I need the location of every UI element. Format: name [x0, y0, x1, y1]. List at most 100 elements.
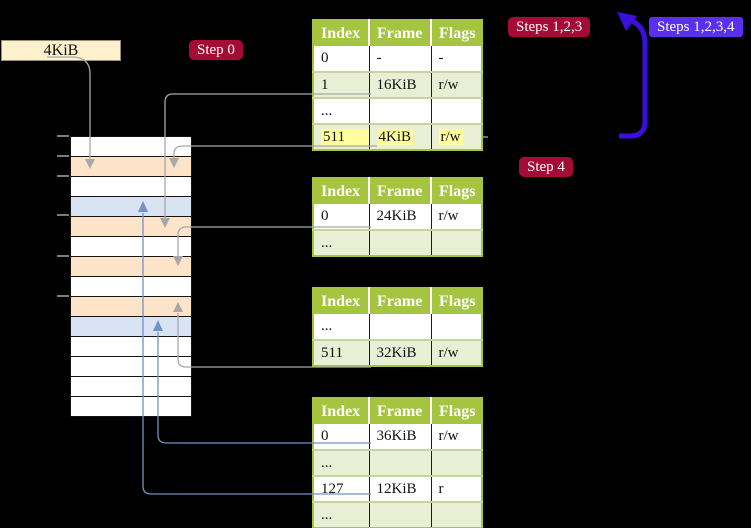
column-header: Index [313, 178, 370, 204]
frame-size-box: 4KiB [1, 40, 121, 61]
highlighted-value: 511 [321, 128, 368, 146]
table-cell-flags [431, 501, 482, 528]
memory-row-white [71, 277, 191, 297]
column-header: Frame [369, 288, 432, 314]
table-cell-frame: 32KiB [369, 339, 432, 366]
table-row: ... [313, 229, 482, 256]
table-cell-flags [431, 97, 482, 124]
column-header: Flags [431, 288, 482, 314]
memory-row-peach [71, 157, 191, 177]
column-header: Index [313, 20, 370, 46]
table-row: ... [313, 97, 482, 124]
table-cell-frame [369, 229, 432, 256]
column-header: Frame [369, 20, 432, 46]
table-cell-index: ... [313, 501, 370, 528]
memory-row-peach [71, 297, 191, 317]
table-cell-frame: 4KiB [369, 123, 432, 150]
table-cell-index: 1 [313, 71, 370, 98]
table-row: 511 4KiB r/w [313, 123, 482, 150]
table-cell-frame [369, 97, 432, 124]
memory-tick [57, 175, 69, 177]
memory-tick [57, 255, 69, 257]
table-cell-index: 511 [313, 339, 370, 366]
memory-tick [57, 214, 69, 216]
frame-size-label: 4KiB [43, 42, 79, 59]
memory-row-white [71, 137, 191, 157]
memory-row-peach [71, 257, 191, 277]
column-header: Frame [369, 178, 432, 204]
table-cell-flags [431, 314, 482, 340]
memory-row-peach [71, 217, 191, 237]
column-header: Flags [431, 398, 482, 424]
table-cell-frame: - [369, 46, 432, 72]
table-cell-index: 127 [313, 475, 370, 502]
badge-steps-1234: Steps 1,2,3,4 [649, 17, 743, 37]
memory-row-white [71, 337, 191, 357]
memory-row-white [71, 357, 191, 377]
table-cell-index: ... [313, 229, 370, 256]
table-cell-index: ... [313, 314, 370, 340]
memory-tick [57, 155, 69, 157]
column-header: Flags [431, 20, 482, 46]
memory-row-white [71, 377, 191, 397]
memory-row-white [71, 237, 191, 257]
big-loop-arrow [619, 18, 648, 139]
memory-tick [57, 295, 69, 297]
table-cell-frame: 24KiB [369, 204, 432, 230]
column-header: Index [313, 288, 370, 314]
table-row: ... [313, 314, 482, 340]
big-loop-arrowhead [617, 12, 637, 31]
highlighted-value: 4KiB [376, 128, 414, 145]
table-cell-index: 0 [313, 424, 370, 450]
table-cell-flags: r/w [431, 339, 482, 366]
badge-steps-123: Steps 1,2,3 [508, 17, 591, 37]
physical-memory-column [70, 136, 192, 417]
column-header: Index [313, 398, 370, 424]
table-cell-index: 0 [313, 46, 370, 72]
table-cell-index: ... [313, 449, 370, 476]
table-row: 0-- [313, 46, 482, 72]
memory-row-white [71, 397, 191, 416]
table-cell-index: 511 [313, 123, 370, 150]
table-cell-flags: - [431, 46, 482, 72]
table-row: ... [313, 449, 482, 476]
badge-step-4: Step 4 [519, 157, 573, 177]
badge-step-0: Step 0 [189, 40, 243, 60]
table-cell-frame [369, 449, 432, 476]
memory-row-white [71, 177, 191, 197]
table-cell-index: ... [313, 97, 370, 124]
table-row: ... [313, 501, 482, 528]
table-cell-frame: 36KiB [369, 424, 432, 450]
table-cell-flags: r [431, 475, 482, 502]
table-cell-flags: r/w [431, 204, 482, 230]
table-cell-flags [431, 229, 482, 256]
table-cell-flags: r/w [431, 424, 482, 450]
table-cell-flags: r/w [431, 71, 482, 98]
table-cell-frame: 12KiB [369, 475, 432, 502]
table-cell-flags: r/w [431, 123, 482, 150]
table-cell-frame [369, 501, 432, 528]
memory-tick [57, 135, 69, 137]
table-cell-flags [431, 449, 482, 476]
table-cell-index: 0 [313, 204, 370, 230]
column-header: Flags [431, 178, 482, 204]
highlighted-value: r/w [438, 128, 463, 145]
table-cell-frame [369, 314, 432, 340]
table-cell-frame: 16KiB [369, 71, 432, 98]
memory-row-blue [71, 197, 191, 217]
column-header: Frame [369, 398, 432, 424]
memory-row-blue [71, 317, 191, 337]
